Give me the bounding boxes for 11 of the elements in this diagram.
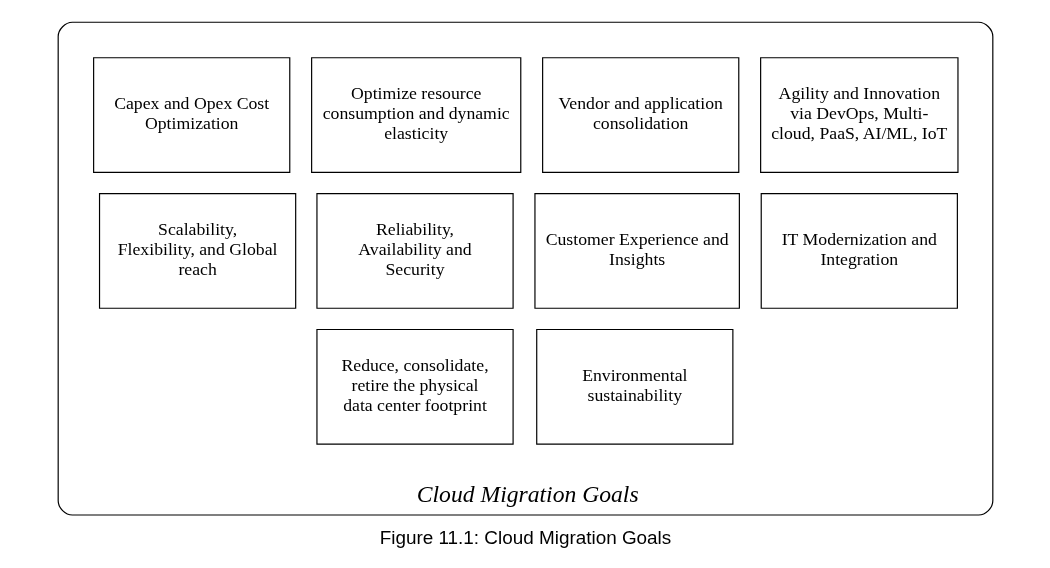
node-box: Capex and Opex Cost Optimization bbox=[92, 57, 290, 173]
caption: Figure 11.1: Cloud Migration Goals bbox=[379, 527, 671, 549]
node-box: Scalability, Flexibility, and Global reach bbox=[98, 193, 296, 309]
node-box: Environmental sustainability bbox=[535, 328, 733, 445]
node-box: Agility and Innovation via DevOps, Multi-cloud, PaaS, AI/ML, IoT bbox=[759, 57, 959, 173]
node-box: Optimize resource consumption and dynamic elasticity bbox=[310, 57, 521, 173]
node-box: Vendor and application consolidation bbox=[541, 57, 739, 173]
node-box: Reliability, Availability and Security bbox=[315, 193, 514, 309]
node-box: Customer Experience and Insights bbox=[533, 193, 740, 309]
node-box: Reduce, consolidate, retire the physical data center footprint bbox=[315, 328, 514, 445]
node-box: IT Modernization and Integration bbox=[760, 193, 958, 309]
